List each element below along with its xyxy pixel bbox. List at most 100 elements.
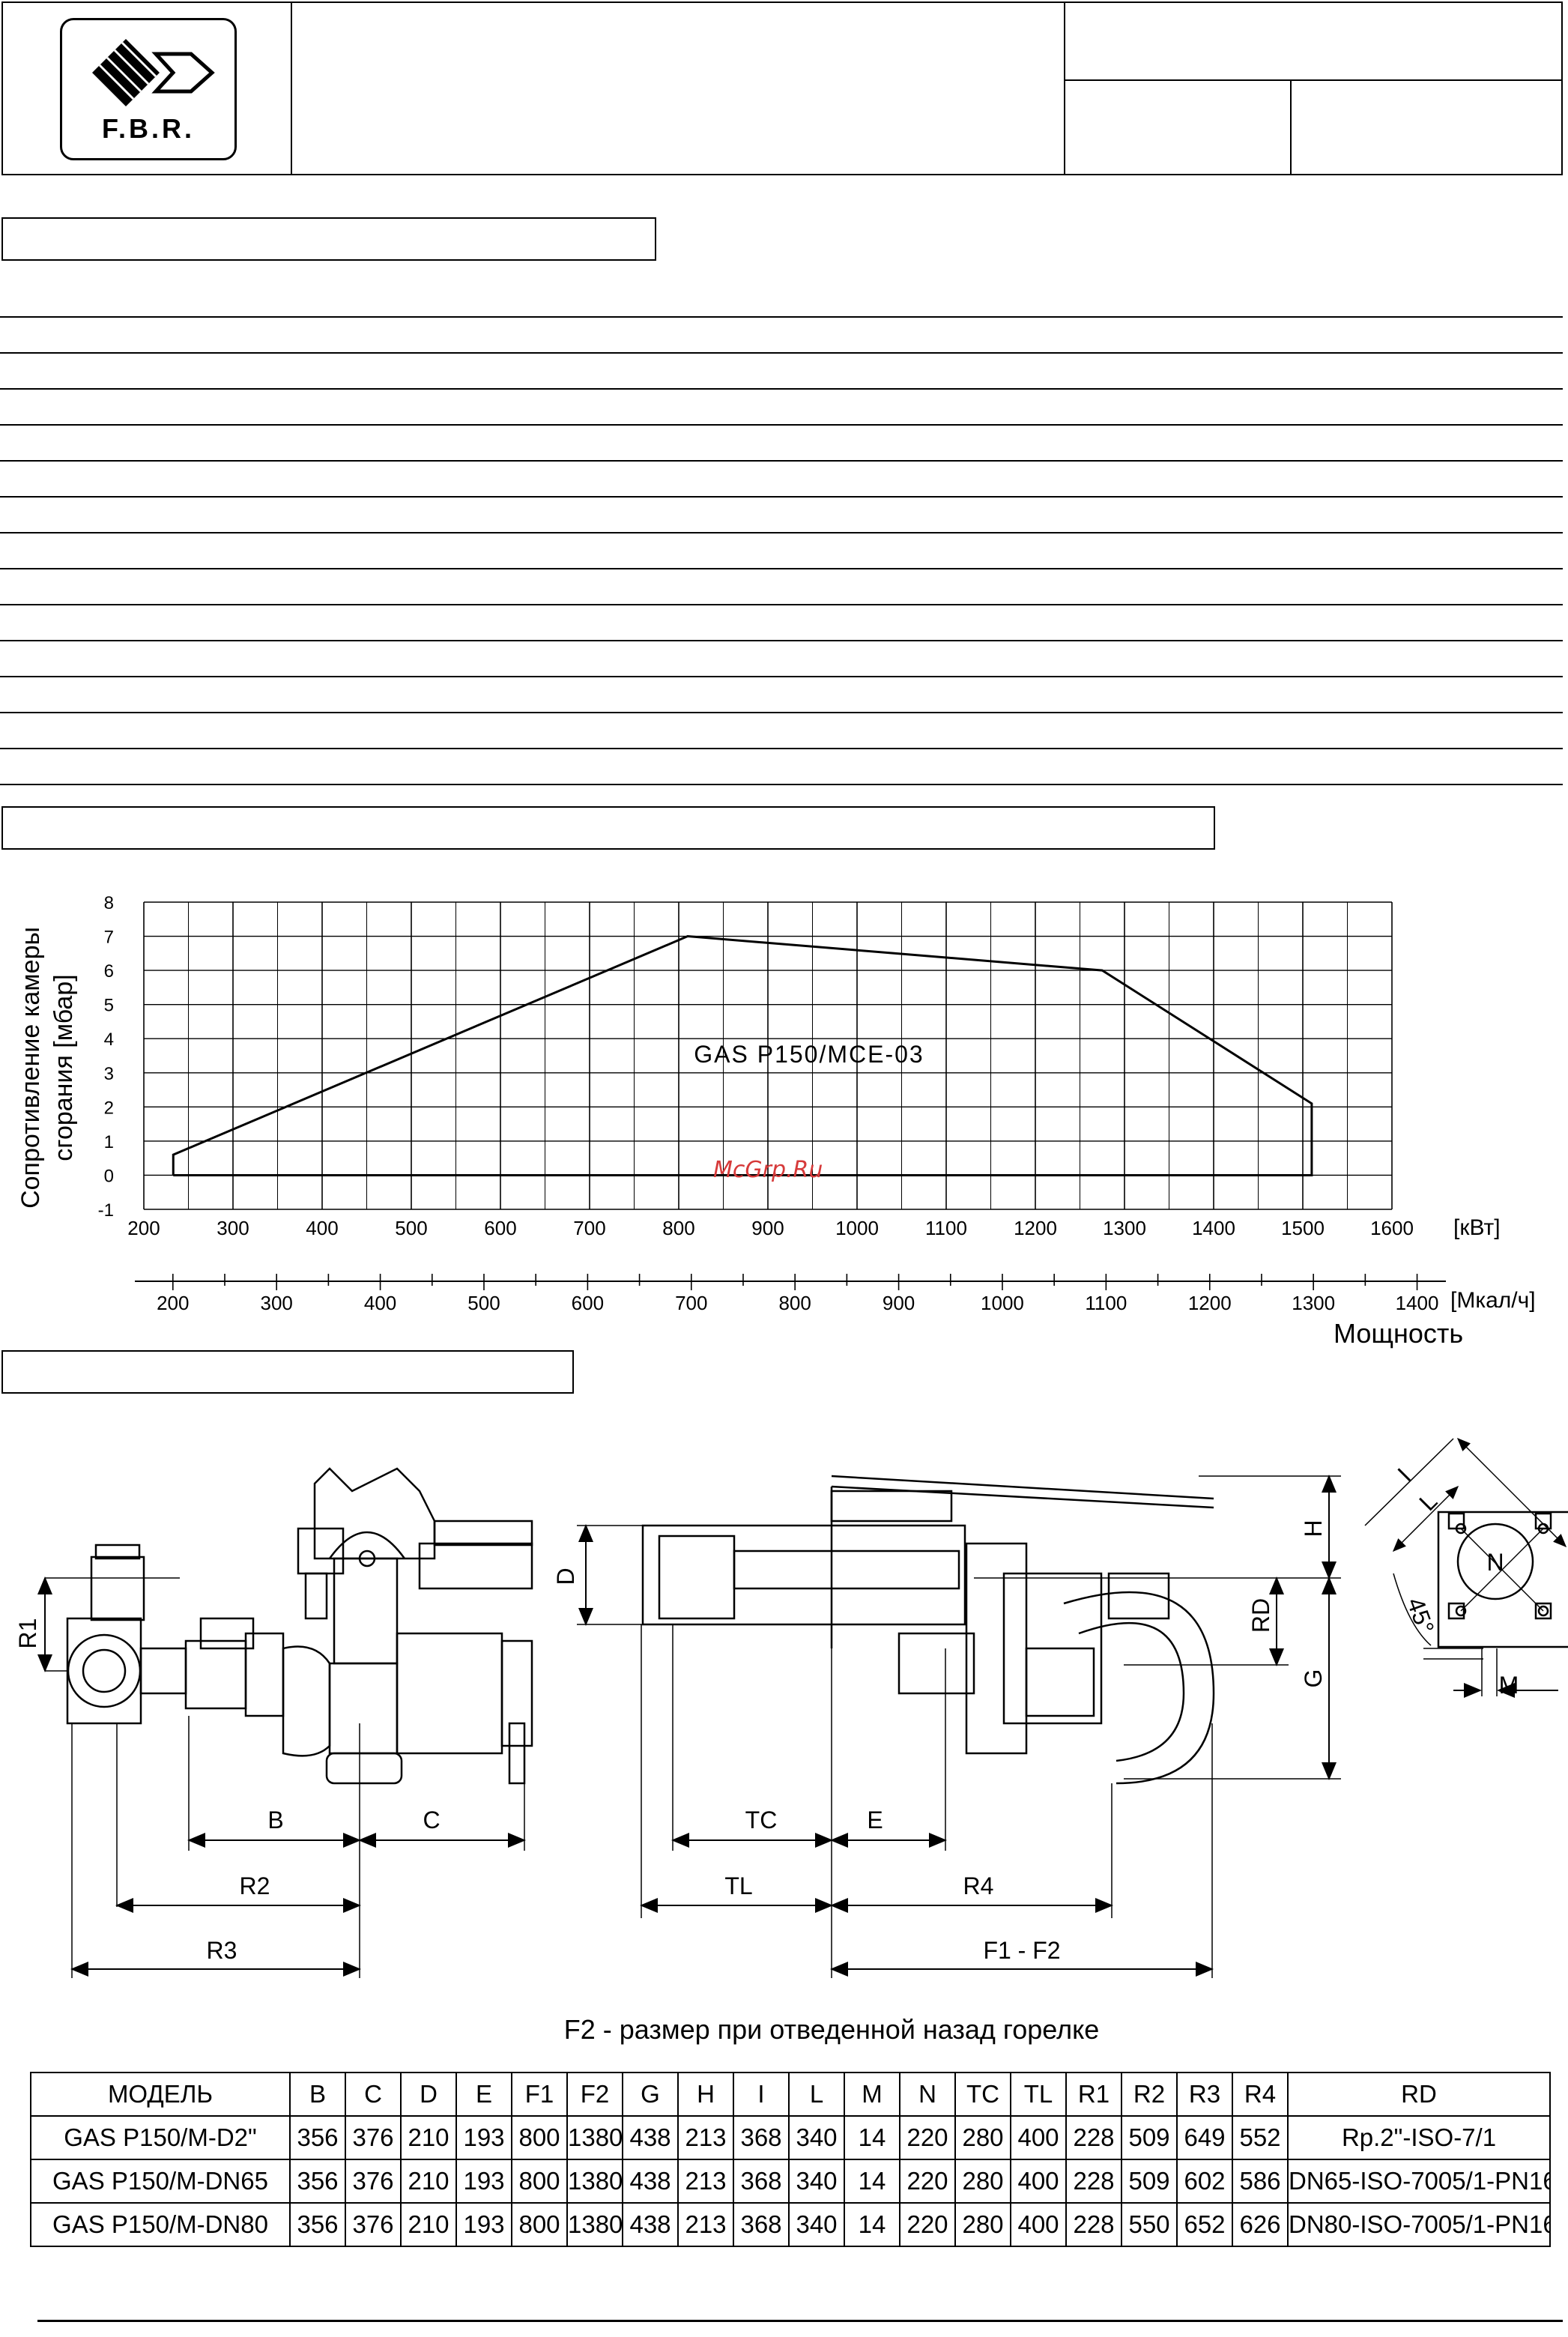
table-cell: 210 bbox=[400, 2159, 457, 2204]
blank-line-1 bbox=[0, 316, 1563, 318]
table-cell: 14 bbox=[844, 2115, 900, 2160]
table-cell: 368 bbox=[733, 2159, 790, 2204]
table-cell: 376 bbox=[345, 2115, 402, 2160]
dim-label-tc: TC bbox=[745, 1807, 778, 1833]
table-header: R4 bbox=[1232, 2072, 1289, 2117]
dim-label-h: H bbox=[1300, 1520, 1327, 1537]
x-tick-label-mcal: 1200 bbox=[1188, 1292, 1232, 1314]
dim-label-b: B bbox=[267, 1807, 283, 1833]
table-header: R2 bbox=[1121, 2072, 1178, 2117]
gas-flange-icon bbox=[66, 1544, 145, 1725]
blank-line-4 bbox=[0, 424, 1563, 426]
table-header: МОДЕЛЬ bbox=[30, 2072, 291, 2117]
table-cell: 228 bbox=[1065, 2202, 1122, 2247]
dim-label-tl: TL bbox=[724, 1872, 752, 1899]
table-cell-model: GAS P150/M-D2" bbox=[30, 2115, 291, 2160]
chart-ylabel-line1: Сопротивление камеры bbox=[16, 927, 45, 1209]
table-cell: 652 bbox=[1176, 2202, 1233, 2247]
section-title-box-3 bbox=[1, 1350, 574, 1394]
x-tick-label-kw: 900 bbox=[751, 1217, 784, 1239]
table-cell: 356 bbox=[289, 2159, 346, 2204]
table-cell: 552 bbox=[1232, 2115, 1289, 2160]
x-tick-label-mcal: 500 bbox=[467, 1292, 500, 1314]
table-cell-rd: DN80-ISO-7005/1-PN16 bbox=[1287, 2202, 1551, 2247]
dim-label-r4: R4 bbox=[963, 1872, 994, 1899]
x-tick-label-kw: 200 bbox=[127, 1217, 160, 1239]
chart-ylabel-line2: сгорания [мбар] bbox=[49, 974, 78, 1161]
table-cell: 586 bbox=[1232, 2159, 1289, 2204]
burner-dimension-drawing: R1 B C R2 R3 D TC E TL R4 F1 - F2 H RD G… bbox=[14, 1437, 1568, 1978]
y-tick-label: 1 bbox=[104, 1132, 114, 1152]
header-divider-logo bbox=[291, 1, 292, 175]
blank-line-6 bbox=[0, 496, 1563, 498]
table-row: GAS P150/M-DN65 356 376 210 193 800 1380… bbox=[30, 2159, 1551, 2204]
dim-label-e: E bbox=[867, 1807, 883, 1833]
table-cell: 193 bbox=[455, 2159, 512, 2204]
table-header-row: МОДЕЛЬ B C D E F1 F2 G H I L M N TC TL R… bbox=[30, 2072, 1551, 2117]
table-cell: 438 bbox=[622, 2159, 679, 2204]
y-tick-label: 8 bbox=[104, 893, 114, 913]
header-divider-v2 bbox=[1290, 79, 1292, 175]
table-cell: 280 bbox=[954, 2115, 1011, 2160]
header-frame bbox=[1, 1, 1563, 175]
table-cell: 400 bbox=[1010, 2159, 1067, 2204]
x-tick-label-mcal: 800 bbox=[778, 1292, 811, 1314]
table-cell: 210 bbox=[400, 2115, 457, 2160]
y-tick-label: 3 bbox=[104, 1064, 114, 1084]
table-cell: 376 bbox=[345, 2159, 402, 2204]
table-cell: 400 bbox=[1010, 2202, 1067, 2247]
y-tick-label: 4 bbox=[104, 1030, 114, 1050]
table-cell: 193 bbox=[455, 2115, 512, 2160]
table-header: H bbox=[677, 2072, 734, 2117]
x-tick-label-mcal: 1400 bbox=[1396, 1292, 1439, 1314]
table-cell: 800 bbox=[511, 2115, 568, 2160]
table-header: C bbox=[345, 2072, 402, 2117]
table-cell: 220 bbox=[899, 2115, 956, 2160]
drawing-caption: F2 - размер при отведенной назад горелке bbox=[563, 2014, 1100, 2045]
dim-label-r3: R3 bbox=[207, 1937, 237, 1964]
table-cell: 193 bbox=[455, 2202, 512, 2247]
table-header: N bbox=[899, 2072, 956, 2117]
table-header: D bbox=[400, 2072, 457, 2117]
blank-line-13 bbox=[0, 748, 1563, 749]
y-tick-label: 6 bbox=[104, 961, 114, 982]
table-cell: 400 bbox=[1010, 2115, 1067, 2160]
table-cell: 14 bbox=[844, 2159, 900, 2204]
chart-x-unit-mcal: [Мкал/ч] bbox=[1450, 1288, 1536, 1313]
table-cell: 14 bbox=[844, 2202, 900, 2247]
x-tick-label-mcal: 1000 bbox=[981, 1292, 1024, 1314]
company-logo: F.B.R. bbox=[60, 18, 237, 160]
fan-housing-icon bbox=[313, 1467, 436, 1665]
table-header: TL bbox=[1010, 2072, 1067, 2117]
table-header: F1 bbox=[511, 2072, 568, 2117]
table-header: I bbox=[733, 2072, 790, 2117]
table-header: E bbox=[455, 2072, 512, 2117]
dim-label-i: I bbox=[1392, 1463, 1416, 1487]
table-header: B bbox=[289, 2072, 346, 2117]
dim-label-r1: R1 bbox=[14, 1618, 41, 1649]
table-cell: 228 bbox=[1065, 2115, 1122, 2160]
table-cell-model: GAS P150/M-DN65 bbox=[30, 2159, 291, 2204]
x-tick-label-mcal: 400 bbox=[364, 1292, 396, 1314]
x-tick-label-mcal: 1300 bbox=[1292, 1292, 1335, 1314]
x-tick-label-kw: 1100 bbox=[925, 1217, 967, 1239]
dim-label-f1f2: F1 - F2 bbox=[983, 1937, 1060, 1964]
table-cell: 550 bbox=[1121, 2202, 1178, 2247]
x-tick-label-mcal: 300 bbox=[260, 1292, 292, 1314]
dim-label-angle: 45° bbox=[1402, 1594, 1439, 1637]
table-cell: 509 bbox=[1121, 2159, 1178, 2204]
table-header: G bbox=[622, 2072, 679, 2117]
blank-line-5 bbox=[0, 460, 1563, 462]
chart-series-line bbox=[172, 935, 1313, 1176]
logo-mark-icon bbox=[92, 39, 215, 106]
blank-line-8 bbox=[0, 568, 1563, 569]
y-tick-label: 0 bbox=[104, 1166, 114, 1186]
table-cell: 356 bbox=[289, 2115, 346, 2160]
table-header: RD bbox=[1287, 2072, 1551, 2117]
header-divider-h bbox=[1064, 79, 1563, 81]
x-tick-label-mcal: 200 bbox=[157, 1292, 189, 1314]
table-cell: 1380 bbox=[566, 2159, 623, 2204]
table-cell: 228 bbox=[1065, 2159, 1122, 2204]
